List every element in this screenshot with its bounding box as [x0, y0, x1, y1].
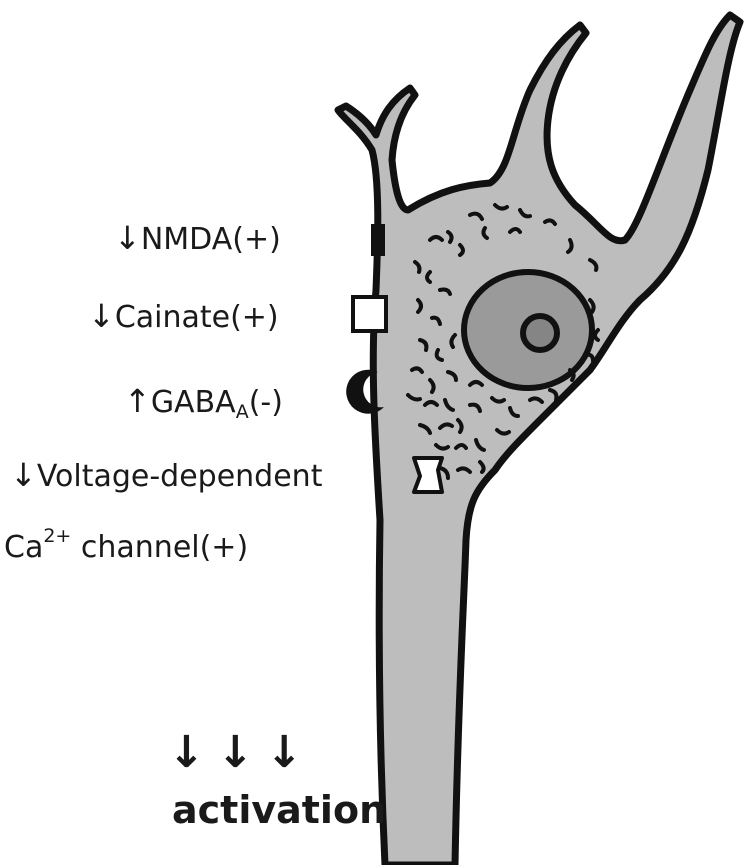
cainate-label: ↓Cainate(+): [88, 300, 279, 333]
channel-text: channel(+): [71, 530, 248, 565]
vdcc-label-line1: ↓Voltage-dependent: [10, 459, 322, 492]
vdcc-text: Voltage-dependent: [37, 459, 323, 494]
nucleolus: [523, 316, 557, 350]
calcium-channel: [414, 458, 442, 492]
cainate-receptor: [353, 297, 386, 331]
gaba-subscript: A: [236, 401, 249, 423]
down-arrow-icon: ↓: [10, 456, 37, 494]
up-arrow-icon: ↑: [124, 382, 151, 420]
ion-text: Ca: [4, 530, 43, 565]
gaba-suffix: (-): [249, 385, 283, 420]
down-arrow-icon: ↓: [88, 297, 115, 335]
gaba-text: GABA: [151, 385, 236, 420]
nmda-label: ↓NMDA(+): [114, 222, 281, 255]
ion-charge: 2+: [43, 525, 71, 547]
gaba-label: ↑GABAA(-): [124, 385, 283, 422]
activation-arrows: ↓↓↓: [168, 727, 315, 778]
nmda-receptor: [371, 224, 385, 256]
neuron-body: [338, 15, 740, 865]
down-arrow-icon: ↓: [114, 219, 141, 257]
activation-label: activation: [172, 788, 386, 832]
cainate-text: Cainate(+): [115, 300, 279, 335]
vdcc-label-line2: Ca2+ channel(+): [4, 527, 248, 563]
nmda-text: NMDA(+): [141, 222, 281, 257]
